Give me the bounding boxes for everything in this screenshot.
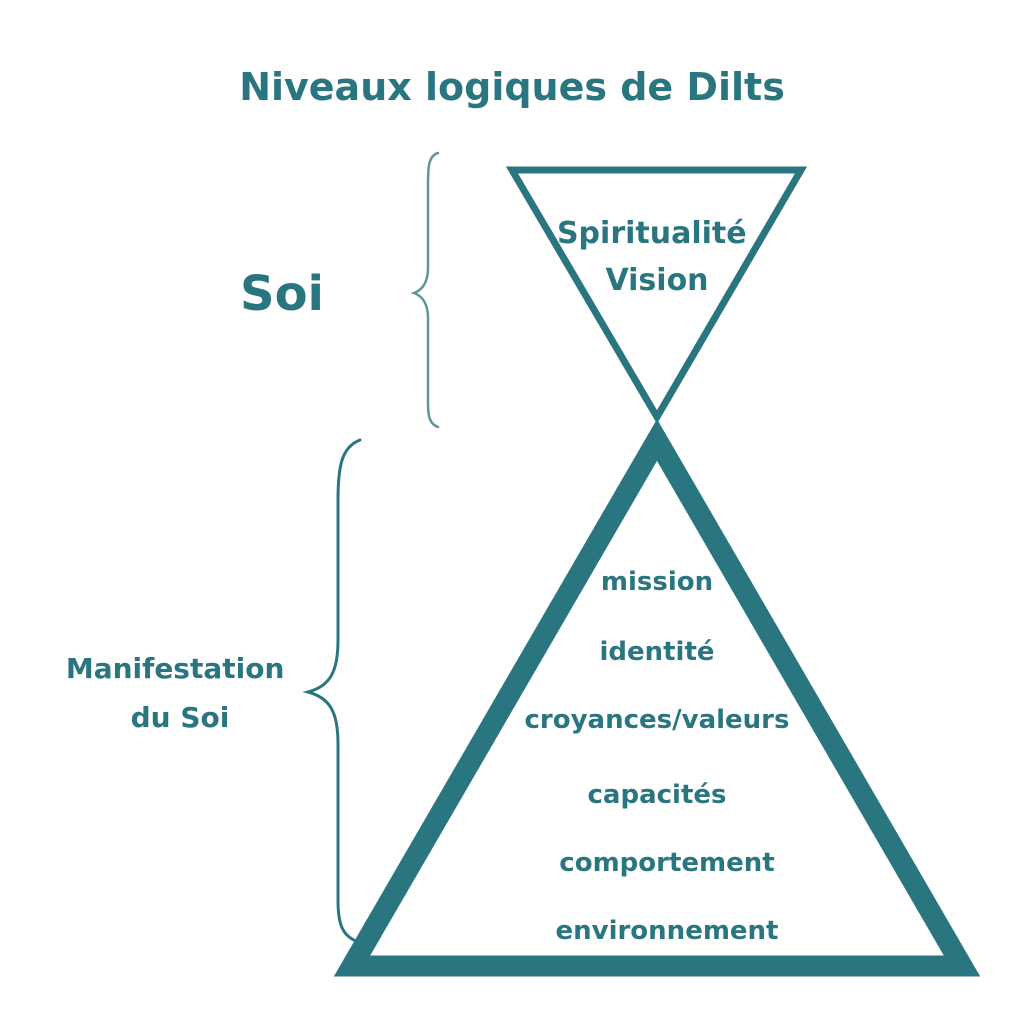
level-environnement: environnement xyxy=(555,916,778,946)
level-croyances-valeurs: croyances/valeurs xyxy=(525,705,790,735)
level-mission: mission xyxy=(601,567,713,597)
level-identite: identité xyxy=(599,637,714,667)
level-comportement: comportement xyxy=(559,848,774,878)
top-triangle-line-1: Spiritualité xyxy=(557,216,747,251)
soi-label: Soi xyxy=(240,266,324,322)
level-capacites: capacités xyxy=(588,780,727,810)
top-inverted-triangle xyxy=(505,166,808,424)
manifestation-label: Manifestation du Soi xyxy=(66,652,294,734)
diagram-title: Niveaux logiques de Dilts xyxy=(239,65,785,109)
lower-brace xyxy=(302,438,362,944)
top-triangle-text: Spiritualité Vision xyxy=(557,216,757,298)
manifestation-label-line-2: du Soi xyxy=(131,701,230,734)
bottom-triangle xyxy=(333,419,981,977)
manifestation-label-line-1: Manifestation xyxy=(66,652,285,685)
upper-brace xyxy=(410,151,440,429)
levels-list: mission identité croyances/valeurs capac… xyxy=(525,567,790,946)
top-triangle-line-2: Vision xyxy=(605,263,708,298)
